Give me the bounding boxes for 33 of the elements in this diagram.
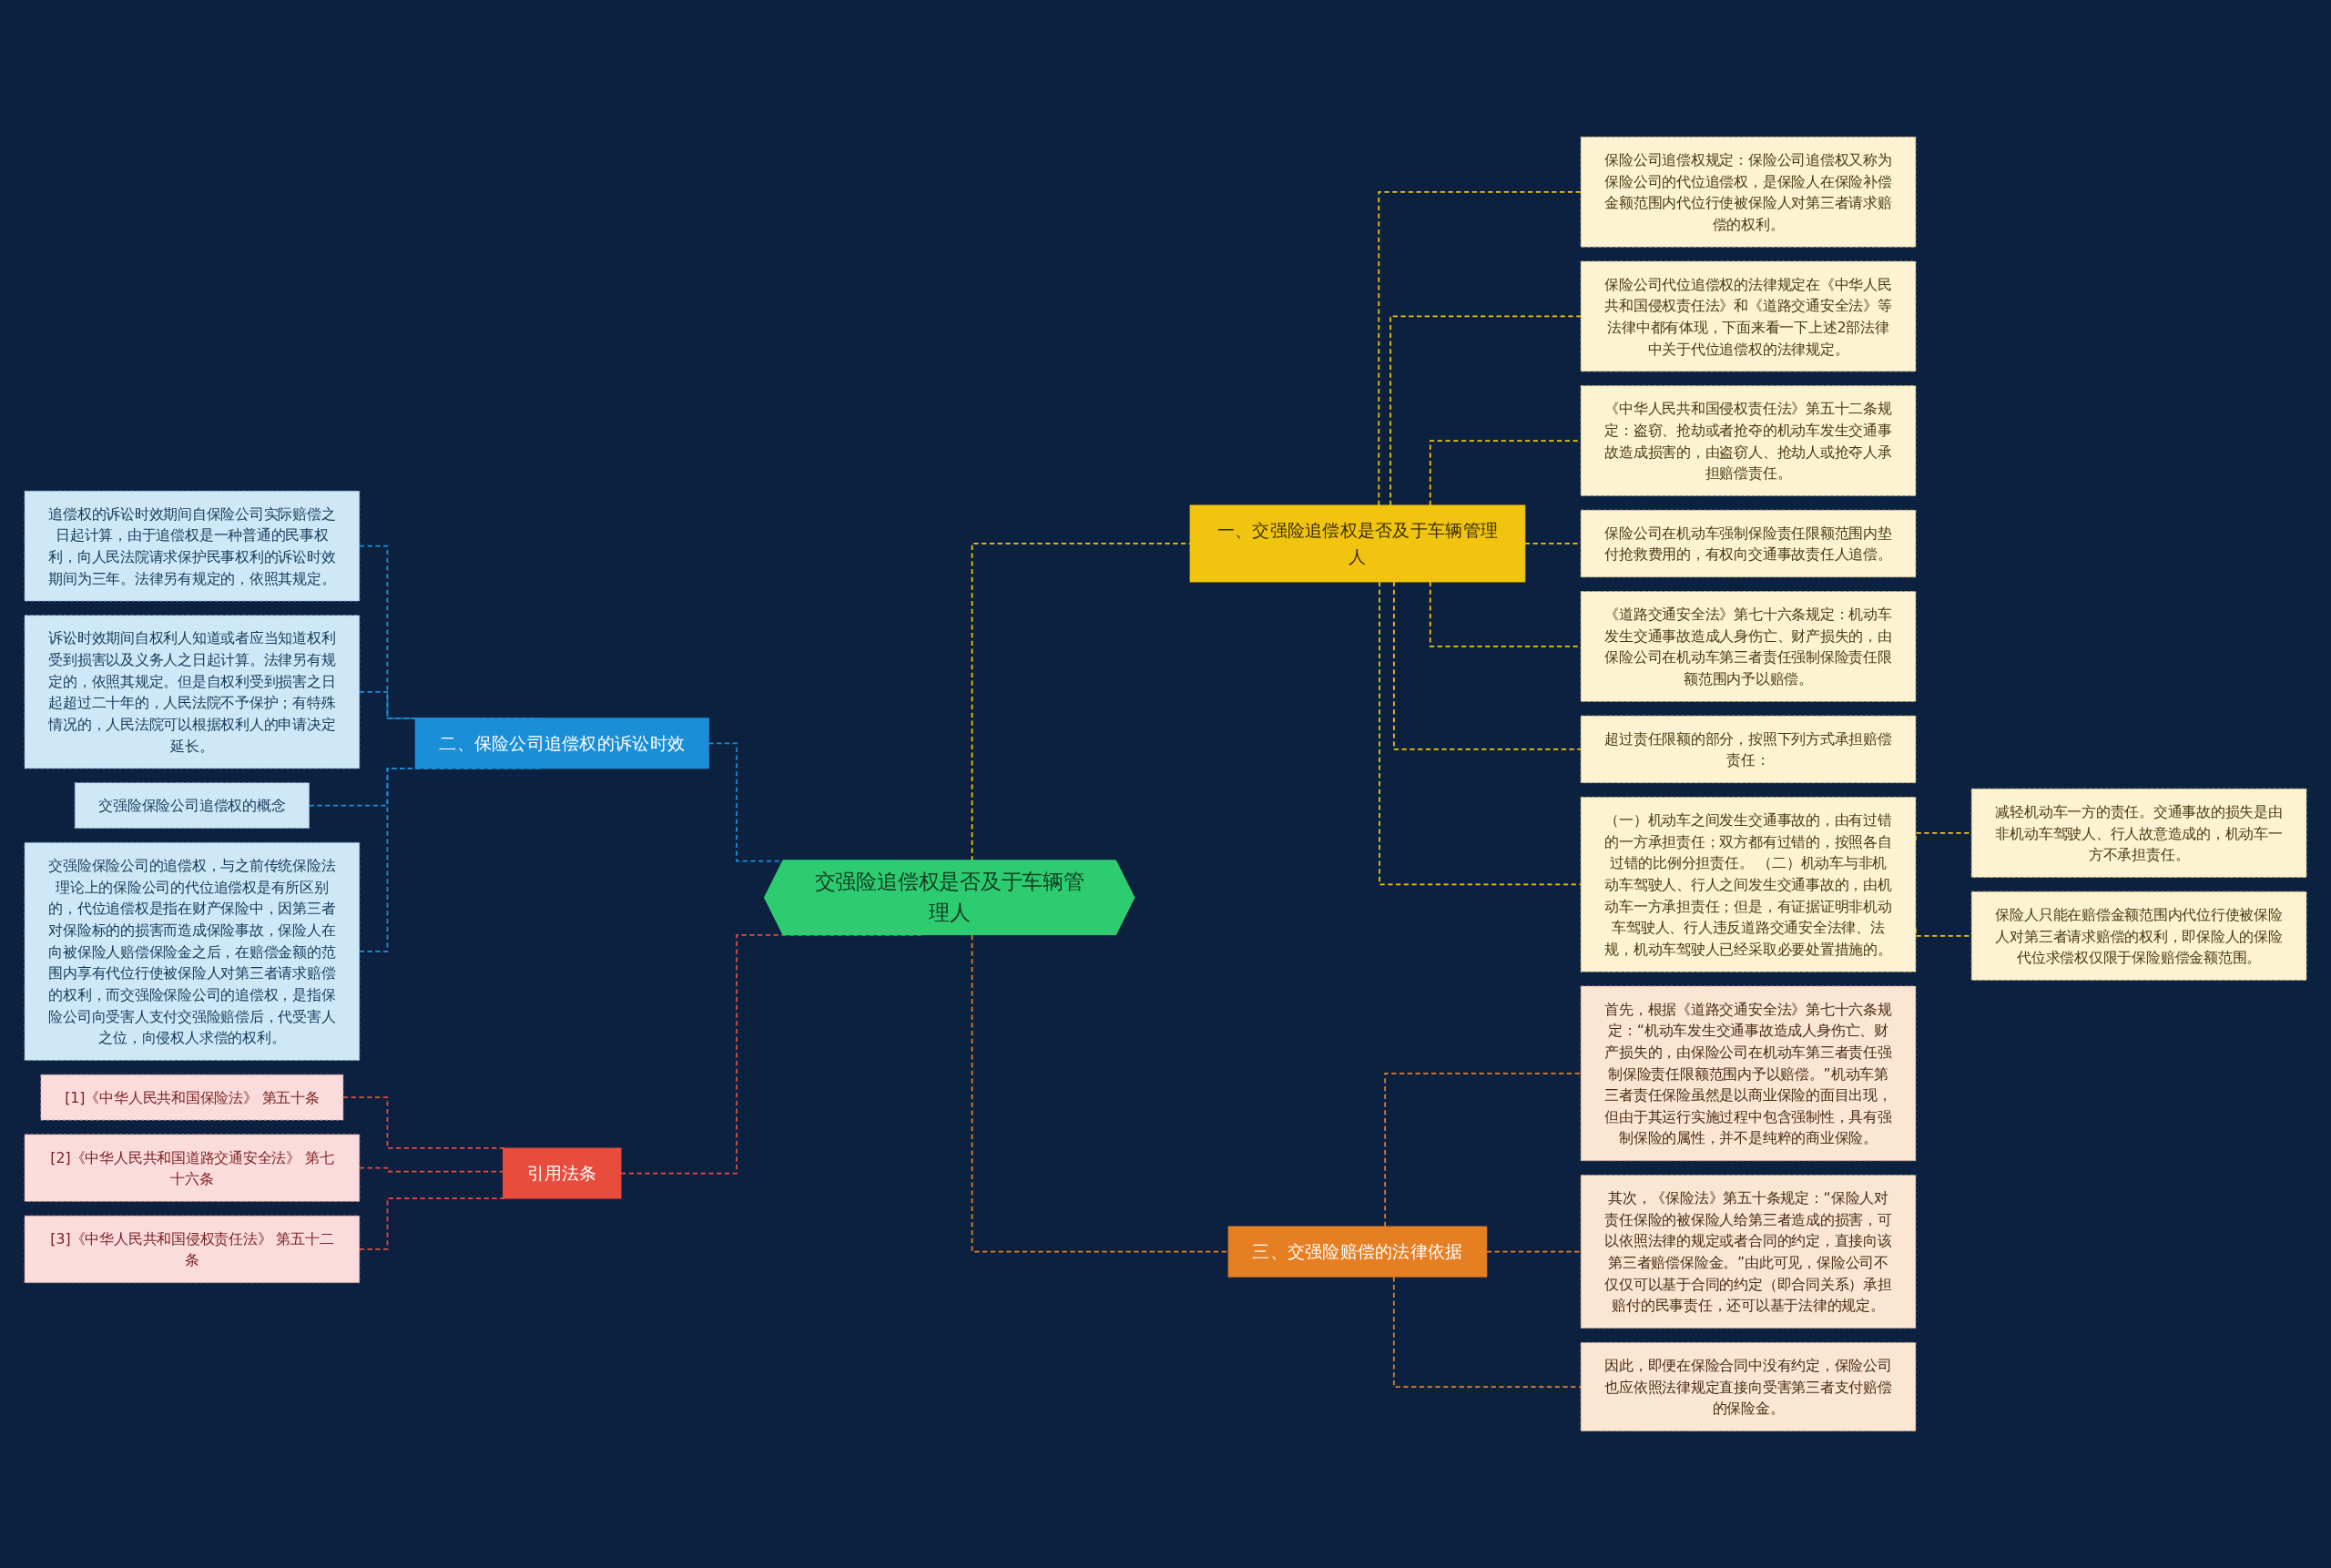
node-box: 引用法条 [502,1147,622,1199]
node-box: 交强险保险公司的追偿权，与之前传统保险法理论上的保险公司的代位追偿权是有所区别的，代位追偿权是指在财产保险中，因第三者对保险标的的损害而造成保险事故，保险人在向被保险人赔偿保险金之后，在赔偿金额的范围内享有代位行使被保险人对第三者请求赔偿的权利，而交强险保险公司的追偿权，是指保险公司向受害人支付交强险赔偿后，代受害人之位，向侵权人求偿的权利。 [24,841,361,1061]
node-box: 《中华人民共和国侵权责任法》第五十二条规定：盗窃、抢劫或者抢夺的机动车发生交通事故造成损害的，由盗窃人、抢劫人或抢夺人承担赔偿责任。 [1580,385,1917,496]
connector [971,934,1229,1253]
connector [1384,1073,1582,1227]
node-box: 三、交强险赔偿的法律依据 [1227,1226,1488,1278]
connector [1392,581,1582,750]
node-box: 二、保险公司追偿权的诉讼时效 [414,718,709,769]
node-box: 追偿权的诉讼时效期间自保险公司实际赔偿之日起计算，由于追偿权是一种普通的民事权利，向人民法院请求保护民事权利的诉讼时效期间为三年。法律另有规定的，依照其规定。 [24,490,361,602]
node-box: 首先，根据《道路交通安全法》第七十六条规定：“机动车发生交通事故造成人身伤亡、财产损失的，由保险公司在机动车第三者责任强制保险责任限额范围内予以赔偿。”机动车第三者责任保险虽然是以商业保险的面目出现，但由于其运行实施过程中包含强制性，具有强制保险的属性，并不是纯粹的商业保险。 [1580,985,1917,1162]
connector [1389,315,1582,506]
connector [358,1197,505,1250]
node-box: 《道路交通安全法》第七十六条规定：机动车发生交通事故造成人身伤亡、财产损失的，由保险公司在机动车第三者责任强制保险责任限额范围内予以赔偿。 [1580,591,1917,702]
node-box: 超过责任限额的部分，按照下列方式承担赔偿责任： [1580,715,1917,784]
node-box: （一）机动车之间发生交通事故的，由有过错的一方承担责任；双方都有过错的，按照各自过错的比例分担责任。 （二）机动车与非机动车驾驶人、行人之间发生交通事故的，由机动车一方承担责任；但是，有证据证明非机动车驾驶人、行人违反道路交通安全法律、法规，机动车驾驶人已经采取必要处置措施的。 [1580,797,1917,972]
node-box: 其次，《保险法》第五十条规定：“保险人对责任保险的被保险人给第三者造成的损害，可以依照法律的规定或者合同的约定，直接向该第三者赔偿保险金。”由此可见，保险公司不仅仅可以基于合同的约定（即合同关系）承担赔付的民事责任，还可以基于法律的规定。 [1580,1175,1917,1329]
node-box: 因此，即便在保险合同中没有约定，保险公司也应依照法律规定直接向受害第三者支付赔偿的保险金。 [1580,1342,1917,1432]
node-box: 交强险保险公司追偿权的概念 [74,782,310,830]
node-box: 减轻机动车一方的责任。交通事故的损失是由非机动车驾驶人、行人故意造成的，机动车一方不承担责任。 [1970,788,2307,878]
connector [1379,581,1582,886]
connector [358,1166,504,1173]
node-box: 一、交强险追偿权是否及于车辆管理人 [1189,504,1526,583]
node-box: [1]《中华人民共和国保险法》 第五十条 [40,1074,344,1121]
connector [1392,1276,1582,1388]
node-box: 保险人只能在赔偿金额范围内代位行使被保险人对第三者请求赔偿的权利，即保险人的保险代位求偿权仅限于保险赔偿金额范围。 [1970,891,2307,981]
node-box: 保险公司代位追偿权的法律规定在《中华人民共和国侵权责任法》和《道路交通安全法》等法律中都有体现，下面来看一下上述2部法律中关于代位追偿权的法律规定。 [1580,260,1917,372]
node-box: 诉讼时效期间自权利人知道或者应当知道权利受到损害以及义务人之日起计算。法律另有规定的，依照其规定。但是自权利受到损害之日起超过二十年的，人民法院不予保护；有特殊情况的，人民法院可以根据权利人的申请决定延长。 [24,615,361,769]
node-box: 保险公司追偿权规定：保险公司追偿权又称为保险公司的代位追偿权，是保险人在保险补偿金额范围内代位行使被保险人对第三者请求赔偿的权利。 [1580,136,1917,248]
node-box: [2]《中华人民共和国道路交通安全法》 第七十六条 [24,1134,361,1202]
node-box: 保险公司在机动车强制保险责任限额范围内垫付抢救费用的，有权向交通事故责任人追偿。 [1580,509,1917,578]
node-box: [3]《中华人民共和国侵权责任法》 第五十二条 [24,1215,361,1284]
connector [1378,190,1582,506]
connector [1485,1250,1582,1253]
